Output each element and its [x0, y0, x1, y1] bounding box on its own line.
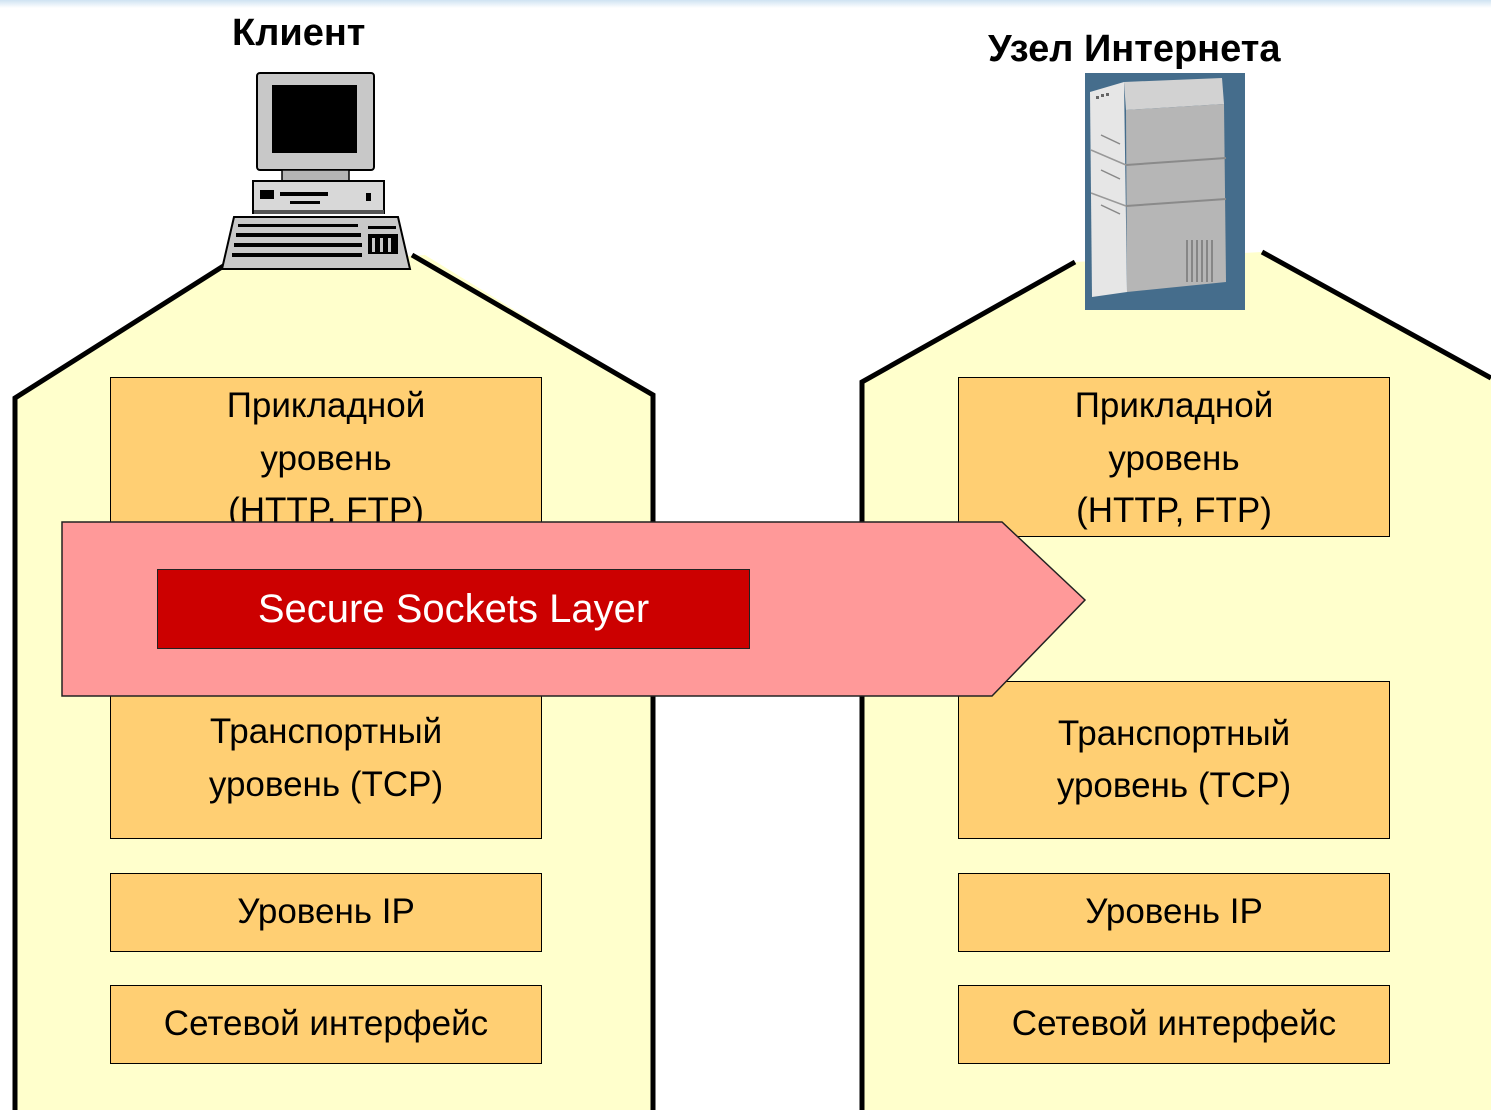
server-icon — [1085, 73, 1245, 310]
client-network-interface-layer: Сетевой интерфейс — [110, 985, 542, 1064]
host-title: Узел Интернета — [988, 28, 1281, 70]
desktop-computer-icon — [220, 72, 412, 270]
host-network-interface-layer: Сетевой интерфейс — [958, 985, 1390, 1064]
client-title: Клиент — [232, 12, 366, 54]
host-application-layer: Прикладной уровень (HTTP, FTP) — [958, 377, 1390, 537]
host-ip-layer: Уровень IP — [958, 873, 1390, 952]
ssl-label: Secure Sockets Layer — [157, 569, 750, 649]
client-column-outline — [12, 252, 656, 1110]
top-decoration — [0, 0, 1491, 8]
host-transport-layer: Транспортный уровень (TCP) — [958, 681, 1390, 839]
client-ip-layer: Уровень IP — [110, 873, 542, 952]
client-transport-layer: Транспортный уровень (TCP) — [110, 678, 542, 839]
host-column-outline — [859, 249, 1491, 1110]
